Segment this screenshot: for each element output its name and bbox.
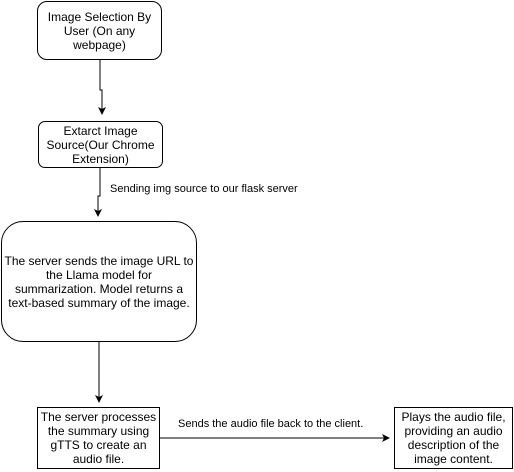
server-llama-text: The server sends the image URL to the Ll… [4,253,194,310]
arrow-selection-to-extract [98,60,106,115]
extract-source-node: Extarct Image Source(Our Chrome Extensio… [38,121,163,168]
image-selection-text: Image Selection By User (On any webpage) [47,9,152,52]
server-gtts-node: The server processes the summary using g… [37,407,160,469]
server-llama-node: The server sends the image URL to the Ll… [1,221,197,342]
extract-source-text: Extarct Image Source(Our Chrome Extensio… [46,123,155,166]
image-selection-node: Image Selection By User (On any webpage) [37,1,162,60]
arrow-extract-to-llama [94,168,102,217]
play-audio-text: Plays the audio file, providing an audio… [401,410,506,466]
play-audio-node: Plays the audio file, providing an audio… [394,407,513,469]
server-gtts-text: The server processes the summary using g… [40,410,157,466]
edge-label-to-client: Sends the audio file back to the client. [178,418,364,430]
edge-label-to-flask: Sending img source to our flask server [110,183,298,195]
